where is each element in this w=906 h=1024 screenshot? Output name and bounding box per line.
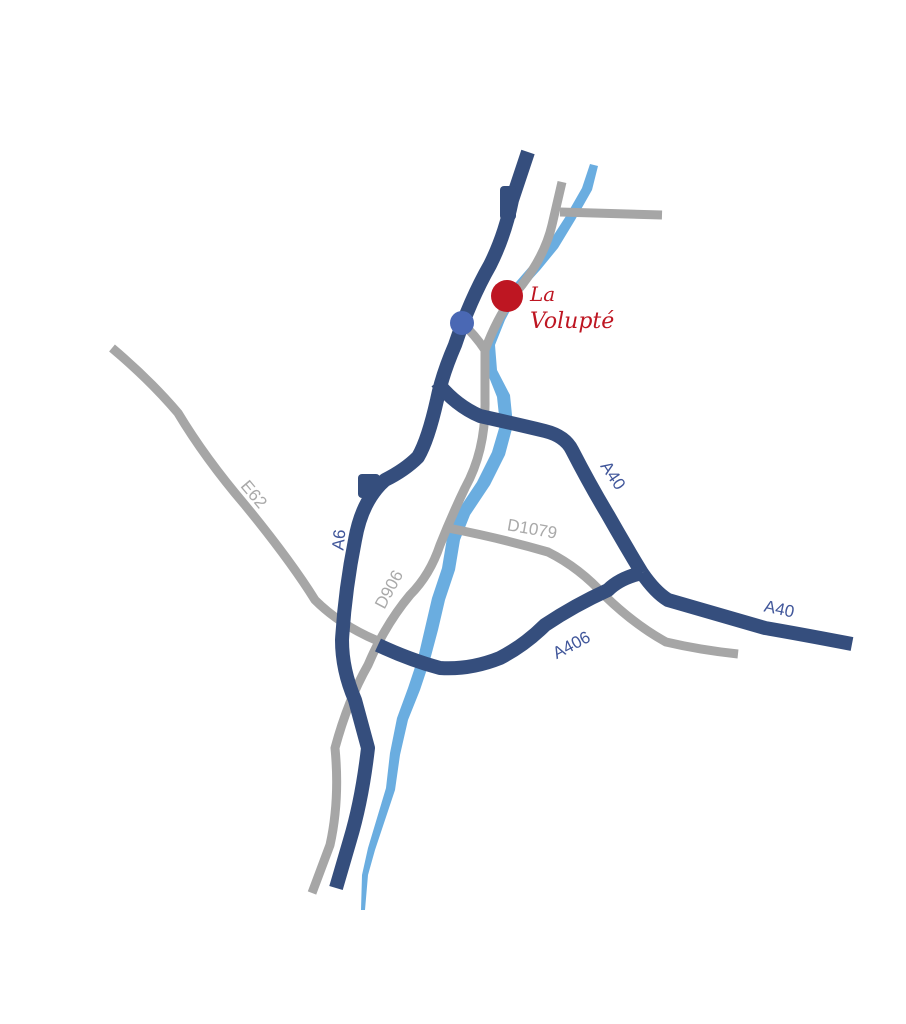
location-dot-icon[interactable] <box>491 280 523 312</box>
road-a40-north <box>431 377 648 577</box>
poi-name-line1: La <box>529 282 555 306</box>
label-a406: A406 <box>550 627 594 662</box>
poi-name-line2: Volupté <box>530 309 614 334</box>
road-d906-north-branch <box>559 207 663 220</box>
road-e62 <box>109 344 380 646</box>
road-a40-east <box>636 568 854 651</box>
junction-dot-icon[interactable] <box>450 311 474 335</box>
label-a40-east: A40 <box>762 597 796 622</box>
road-a6 <box>329 149 535 890</box>
label-a6: A6 <box>328 529 349 552</box>
highway-shield-north <box>500 186 516 220</box>
label-a40-north: A40 <box>597 458 630 494</box>
poi-name[interactable]: La Volupté <box>529 282 614 334</box>
road-a406 <box>375 566 644 676</box>
highway-shields <box>358 186 516 498</box>
highway-shield-west <box>358 474 380 498</box>
